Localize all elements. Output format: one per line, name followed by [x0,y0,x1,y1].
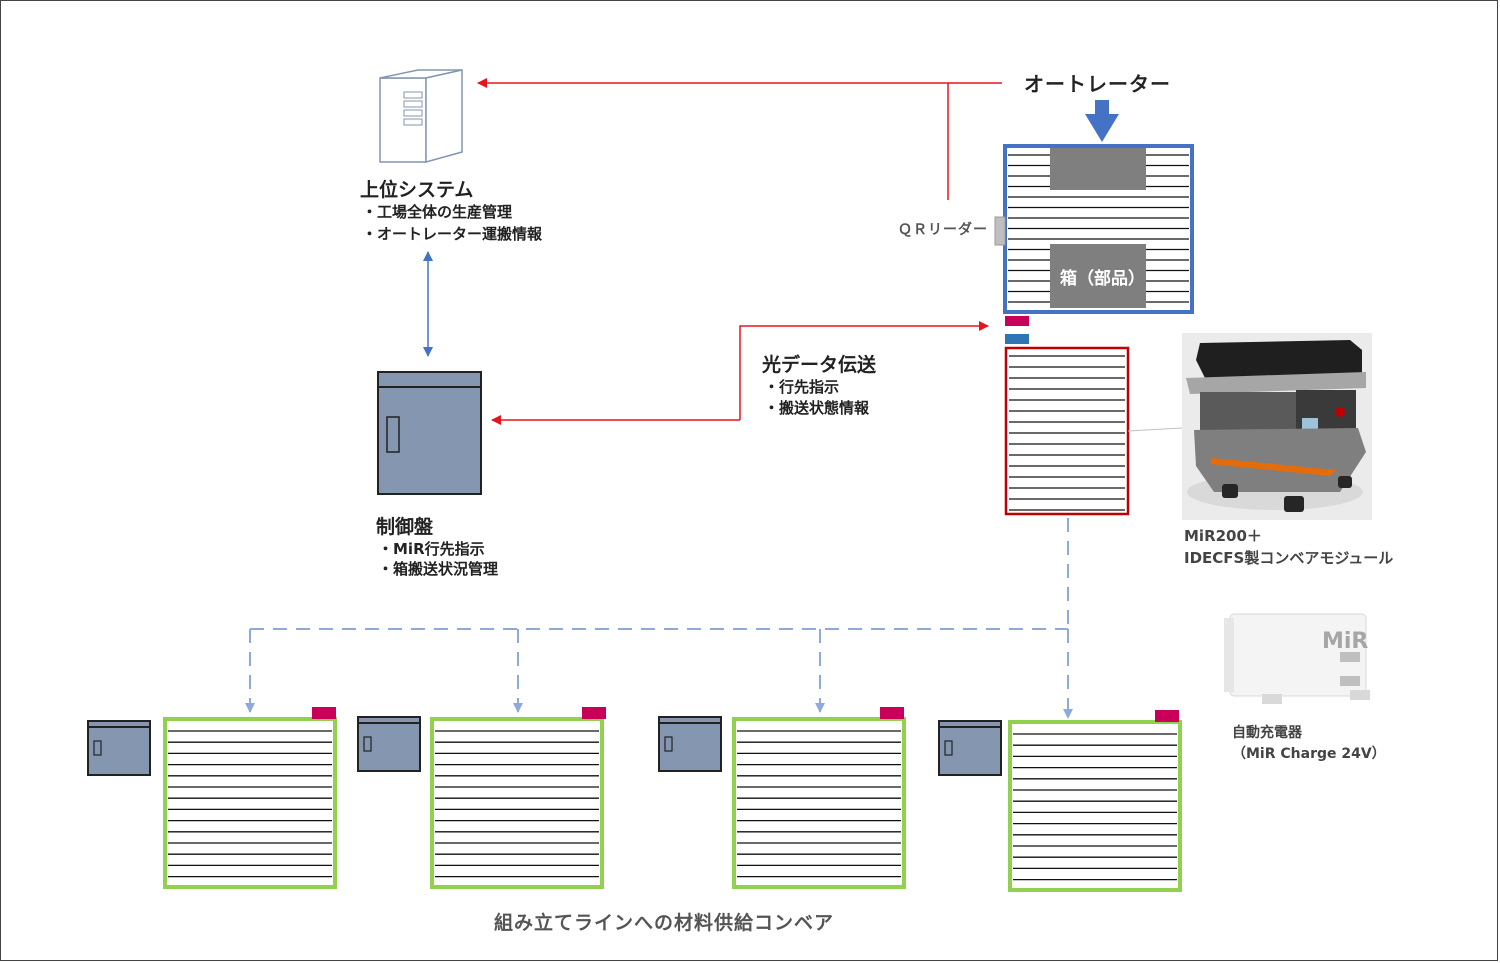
host-system-title: 上位システム [360,179,474,201]
station-cabinet-icon [357,716,421,772]
supply-conveyor [1013,733,1177,881]
mir-charger-image: MiR [1216,606,1390,710]
host-system-item-1: ・工場全体の生産管理 [362,203,513,221]
qr-reader-device [994,216,1006,246]
data-arrows [477,78,1002,425]
magenta-marker [312,707,336,719]
control-panel-item-1: ・MiR行先指示 [378,540,485,558]
magenta-marker [880,707,904,719]
supply-conveyor-frame [732,717,906,889]
host-system-item-2: ・オートレーター運搬情報 [362,225,543,243]
delivery-route [245,518,1073,719]
line-station-3 [658,707,906,889]
supply-conveyor [435,730,599,878]
magenta-marker [582,707,606,719]
autolator-down-arrow [1085,100,1119,142]
box-label: 箱（部品） [1060,269,1145,289]
magenta-marker [1155,710,1179,722]
blue-marker [1005,334,1029,344]
line-caption: 組み立てラインへの材料供給コンベア [494,912,835,934]
mir200-robot-image [1182,333,1372,520]
supply-conveyor [737,730,901,878]
control-panel-title: 制御盤 [376,516,434,538]
control-panel-icon [377,371,482,495]
optical-transmission-title: 光データ伝送 [762,354,877,376]
optical-item-1: ・行先指示 [764,378,840,396]
supply-conveyor-frame [1008,720,1182,892]
supply-conveyor-frame [430,717,604,889]
station-cabinet-icon [658,716,722,772]
magenta-marker [1005,316,1029,326]
optical-item-2: ・搬送状態情報 [764,399,870,417]
optical-transmission-arrow-to-robot [739,321,989,420]
charger-caption-line2: （MiR Charge 24V） [1232,746,1386,762]
robot-caption-line1: MiR200＋ [1184,527,1262,545]
qr-reader-label: ＱＲリーダー [898,222,988,238]
control-panel-item-2: ・箱搬送状況管理 [378,560,499,578]
line-station-2 [357,707,606,889]
robot-caption-line2: IDECFS製コンベアモジュール [1184,549,1394,567]
station-cabinet-icon [87,720,151,776]
autolator-conveyor [994,144,1194,314]
server-icon [379,69,463,163]
station-cabinet-icon [938,720,1002,776]
supply-conveyor [168,730,332,878]
supply-conveyor-frame [163,717,337,889]
robot-conveyor-module [1004,346,1183,516]
charger-caption-line1: 自動充電器 [1232,725,1302,741]
line-station-1 [87,707,337,889]
svg-text:MiR: MiR [1322,629,1368,654]
line-station-4 [938,710,1182,892]
autolator-label: オートレーター [1024,72,1171,96]
